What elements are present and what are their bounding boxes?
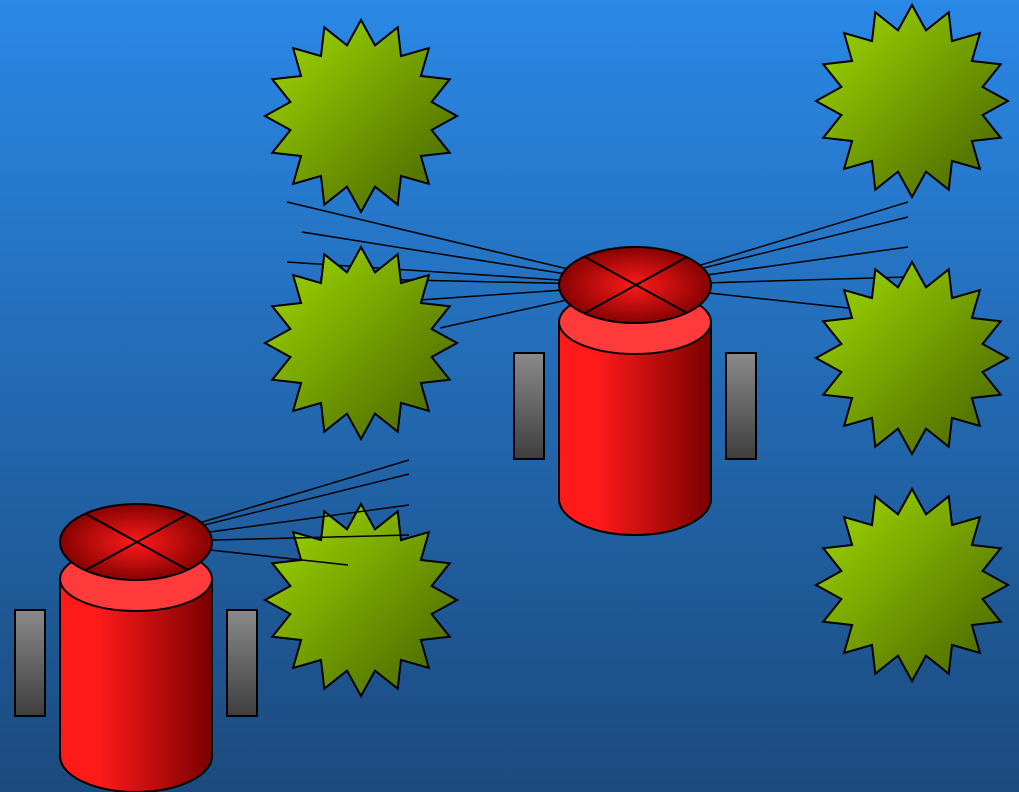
- robot-bottom-left: [14, 503, 258, 792]
- starburst-icon: [262, 17, 460, 215]
- robot-center: [513, 246, 757, 536]
- starburst-icon: [262, 244, 460, 442]
- sensor-cap-cross: [584, 256, 688, 314]
- starburst-icon: [813, 486, 1011, 684]
- sensor-cap-cross: [85, 513, 189, 571]
- starburst-icon: [813, 2, 1011, 200]
- starburst-icon: [813, 259, 1011, 457]
- wheel-right: [226, 609, 258, 717]
- wheel-right: [725, 352, 757, 460]
- robot-body: [558, 321, 712, 536]
- starburst-icon: [262, 501, 460, 699]
- wheel-left: [14, 609, 46, 717]
- obstacles: [262, 2, 1011, 699]
- wheel-left: [513, 352, 545, 460]
